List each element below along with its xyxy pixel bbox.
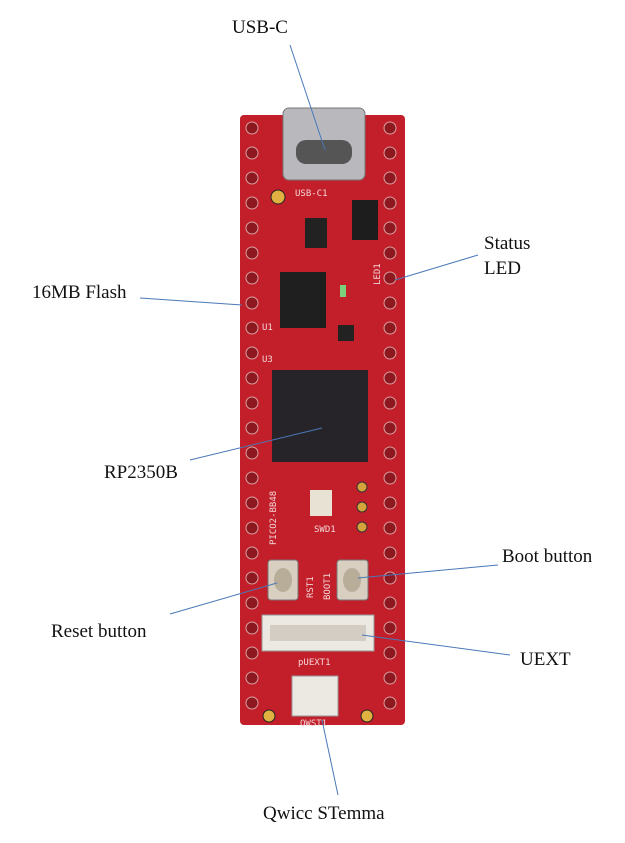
pin-hole	[383, 196, 397, 210]
pin-hole	[383, 146, 397, 160]
crystal	[338, 325, 354, 341]
pin-hole	[383, 271, 397, 285]
pin-hole	[245, 421, 259, 435]
rp2350b-chip	[272, 370, 368, 462]
pin-hole	[383, 471, 397, 485]
silk-led: LED1	[373, 263, 383, 285]
swd-pad	[310, 490, 332, 516]
label-status-led-1: Status	[484, 233, 531, 254]
pin-hole	[383, 546, 397, 560]
pin-hole	[383, 396, 397, 410]
pin-hole	[245, 696, 259, 710]
leader-lines	[139, 44, 511, 796]
silk-swd: SWD1	[314, 525, 336, 535]
pin-hole	[245, 296, 259, 310]
flash-chip	[280, 272, 326, 328]
pin-hole	[245, 446, 259, 460]
label-qwiic: Qwicc STemma	[263, 803, 385, 824]
silk-usb: USB-C1	[295, 189, 328, 199]
pin-hole	[383, 296, 397, 310]
pin-hole	[245, 521, 259, 535]
silk-uext: pUEXT1	[298, 658, 331, 668]
pin-hole	[245, 646, 259, 660]
pin-hole	[245, 546, 259, 560]
silk-boot: BOOT1	[323, 573, 333, 600]
pin-hole	[383, 246, 397, 260]
diode	[352, 200, 378, 240]
pin-hole	[383, 421, 397, 435]
status-led	[340, 285, 346, 297]
pin-hole	[383, 346, 397, 360]
pin-hole	[383, 496, 397, 510]
silk-u1: U1	[262, 323, 273, 333]
pin-hole	[383, 571, 397, 585]
pin-hole	[245, 671, 259, 685]
pin-hole	[383, 171, 397, 185]
pin-hole	[245, 146, 259, 160]
leader-boot	[357, 564, 499, 579]
pin-hole	[245, 471, 259, 485]
usb-c-port	[296, 140, 352, 164]
pin-hole	[245, 371, 259, 385]
pin-hole	[245, 271, 259, 285]
pin-hole	[245, 246, 259, 260]
pin-hole	[245, 121, 259, 135]
label-reset-button: Reset button	[51, 621, 147, 642]
label-uext: UEXT	[520, 649, 571, 670]
leader-reset	[169, 582, 278, 615]
pin-hole	[245, 171, 259, 185]
silk-u3: U3	[262, 355, 273, 365]
leader-rp2350b	[189, 427, 323, 461]
silk-rst: RST1	[306, 576, 316, 598]
pin-hole	[245, 571, 259, 585]
label-status-led-2: LED	[484, 258, 521, 279]
pin-hole	[245, 621, 259, 635]
pin-hole	[383, 371, 397, 385]
label-boot-button: Boot button	[502, 546, 593, 567]
pin-hole	[383, 321, 397, 335]
pin-headers	[245, 121, 397, 710]
pin-hole	[383, 696, 397, 710]
mounting-hole	[270, 189, 286, 205]
leader-usb-c	[289, 44, 326, 151]
pin-hole	[245, 221, 259, 235]
pin-hole	[245, 321, 259, 335]
pin-hole	[383, 521, 397, 535]
pin-hole	[383, 671, 397, 685]
leader-uext	[361, 634, 511, 656]
pin-hole	[245, 346, 259, 360]
label-rp2350b: RP2350B	[104, 462, 178, 483]
label-flash: 16MB Flash	[32, 282, 127, 303]
pin-hole	[383, 221, 397, 235]
pin-hole	[383, 121, 397, 135]
leader-status-led	[394, 254, 479, 281]
pin-hole	[245, 596, 259, 610]
regulator	[305, 218, 327, 248]
label-usb-c: USB-C	[232, 17, 288, 38]
pin-hole	[383, 596, 397, 610]
leader-flash	[139, 297, 243, 306]
pin-hole	[245, 196, 259, 210]
leader-qwiic	[321, 719, 339, 796]
silk-qwst: QWST1	[300, 719, 327, 729]
pin-hole	[383, 646, 397, 660]
silk-board-name: PICO2-BB48	[269, 491, 279, 545]
qwiic-connector	[291, 675, 339, 717]
pin-hole	[383, 621, 397, 635]
pin-hole	[245, 396, 259, 410]
pin-hole	[383, 446, 397, 460]
pin-hole	[245, 496, 259, 510]
